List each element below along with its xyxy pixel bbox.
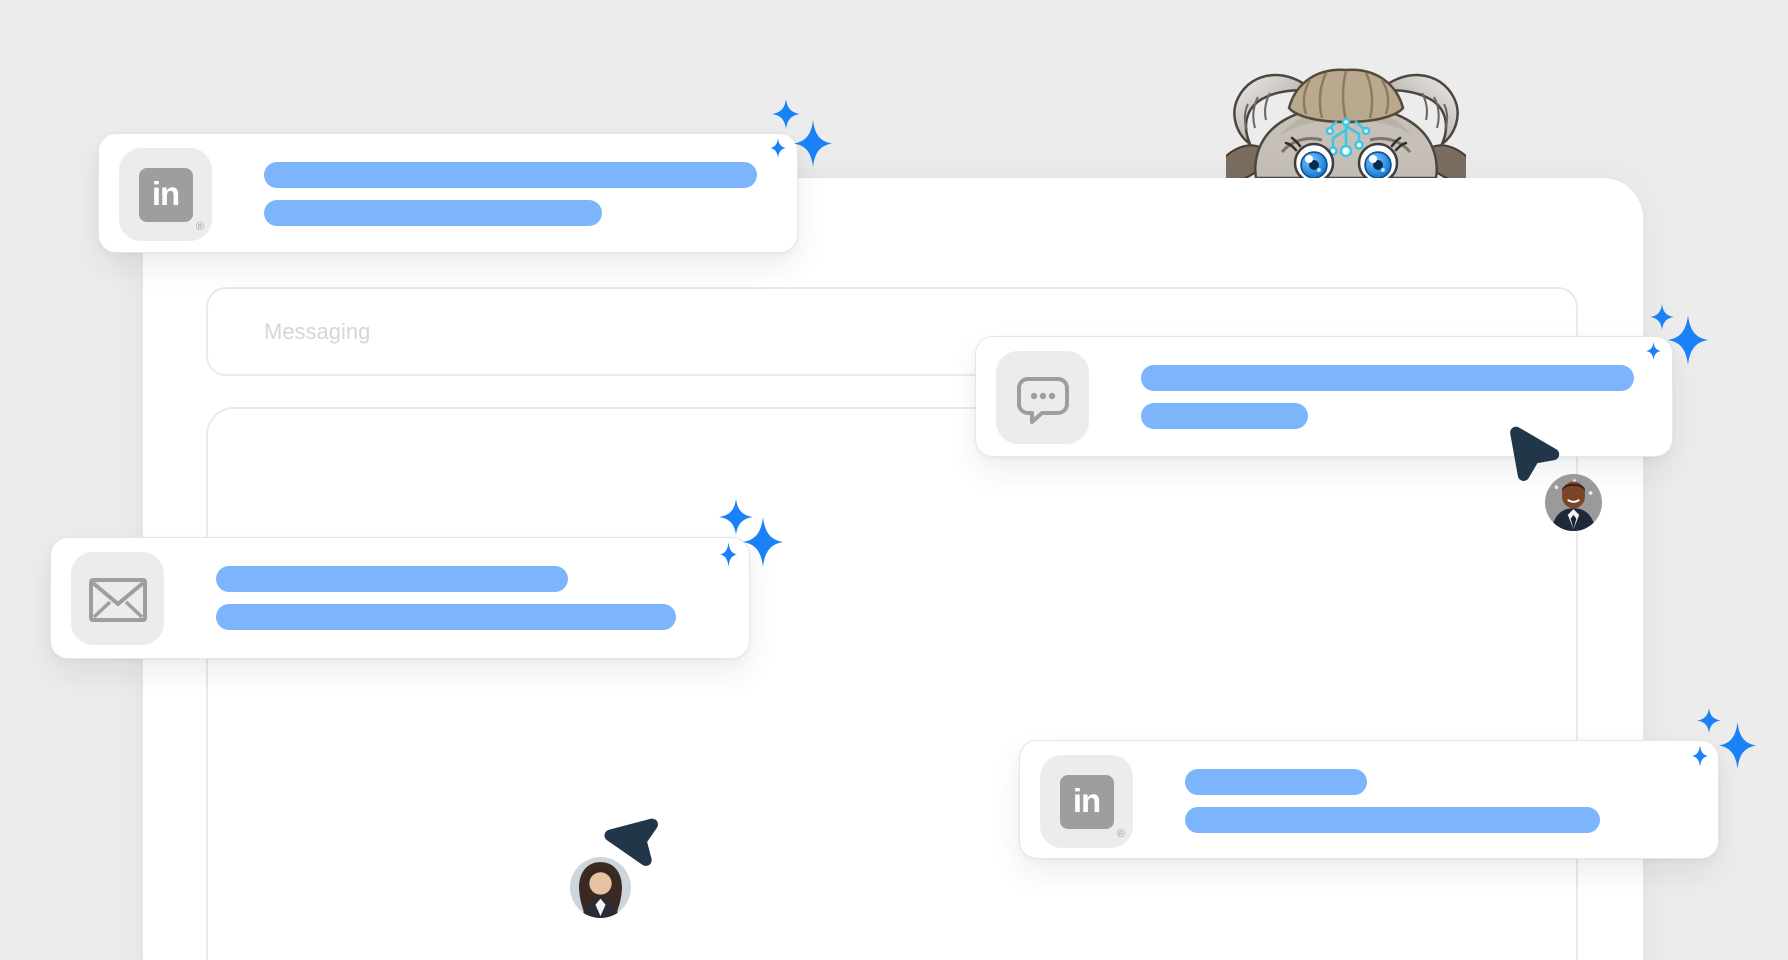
chat-card	[975, 336, 1673, 457]
conversation-panel	[206, 407, 1578, 960]
linkedin-card-bottom: in ®	[1019, 740, 1719, 859]
sparkles-chat-card-2-sparkle-icon	[1645, 342, 1661, 365]
cursor-female-user	[594, 796, 686, 889]
cursor-male-user	[1494, 419, 1569, 498]
registered-trademark: ®	[195, 221, 204, 233]
chat-bubble-glyph	[1016, 376, 1069, 424]
skeleton-text-bar	[1141, 403, 1308, 429]
sparkles-email-card-2-sparkle-icon	[719, 541, 737, 572]
sparkles-chat-card-sparkle-icon	[1668, 315, 1708, 370]
sparkles-top-card-1-sparkle-icon	[772, 99, 800, 134]
sparkles-bottom-card-1-sparkle-icon	[1697, 707, 1721, 738]
sparkles-bottom-card-sparkle-icon	[1718, 721, 1756, 774]
linkedin-logo-text: in	[1072, 781, 1101, 819]
yak-mascot-image	[1226, 60, 1466, 178]
envelope-icon	[71, 552, 164, 645]
linkedin-icon: in ®	[119, 148, 212, 241]
linkedin-icon: in ®	[1040, 755, 1133, 848]
linkedin-logo-badge: in	[1059, 774, 1114, 829]
chat-bubble-icon	[996, 351, 1089, 444]
sparkles-top-card-sparkle-icon	[794, 119, 832, 172]
registered-trademark: ®	[1116, 828, 1125, 840]
sparkles-email-card-sparkle-icon	[743, 517, 783, 572]
linkedin-logo-badge: in	[138, 167, 193, 222]
sparkles-email-card-1-sparkle-icon	[719, 499, 753, 540]
skeleton-text-bar	[264, 200, 602, 226]
linkedin-card-top: in ®	[98, 133, 798, 253]
linkedin-logo-text: in	[151, 174, 180, 212]
skeleton-text-bar	[216, 604, 676, 630]
skeleton-text-bar	[264, 162, 757, 188]
avatar-female-user	[569, 856, 631, 918]
sparkles-bottom-card-2-sparkle-icon	[1692, 745, 1708, 772]
yak-mascot-svg	[1226, 68, 1466, 178]
skeleton-text-bar	[1185, 769, 1367, 795]
avatar-male-user	[1544, 473, 1602, 531]
skeleton-text-bar	[216, 566, 568, 592]
sparkles-chat-card-1-sparkle-icon	[1650, 304, 1674, 335]
sparkles-top-card-2-sparkle-icon	[770, 138, 786, 163]
email-card	[50, 537, 750, 659]
skeleton-text-bar	[1141, 365, 1634, 391]
skeleton-text-bar	[1185, 807, 1600, 833]
envelope-glyph	[88, 577, 147, 622]
